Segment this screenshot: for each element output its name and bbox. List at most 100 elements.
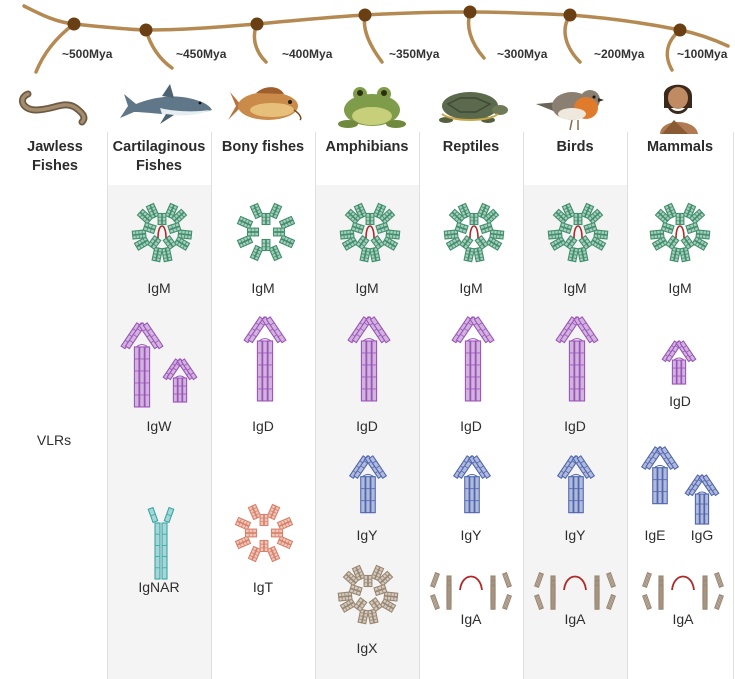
column-shade-birds (523, 185, 627, 679)
label-igy: IgY (564, 527, 586, 543)
igg-glyph-svg (684, 474, 720, 525)
label-igd: IgD (356, 418, 378, 434)
iga-dimer-glyph-svg (534, 572, 616, 610)
carp-icon (228, 87, 302, 121)
igx-glyph (330, 556, 406, 637)
igw-long-glyph (114, 322, 170, 419)
igd-mammal-glyph-svg (661, 340, 697, 385)
igd-glyph (341, 316, 397, 413)
igm-pentamer-glyph-svg (131, 202, 193, 263)
igx-glyph-svg (337, 564, 399, 625)
iga-dimer-glyph (534, 572, 616, 613)
igt-glyph (226, 495, 302, 576)
igd-glyph (237, 316, 293, 413)
igm-pentamer-glyph-svg (236, 202, 296, 262)
time-label: ~100Mya (677, 47, 728, 61)
label-igd: IgD (460, 418, 482, 434)
label-igm: IgM (355, 280, 379, 296)
igm-pentamer-glyph (540, 194, 616, 275)
column-divider (627, 132, 628, 679)
column-divider (315, 132, 316, 679)
time-label: ~200Mya (594, 47, 645, 61)
iga-dimer-glyph-svg (642, 572, 724, 610)
header-mammals: Mammals (646, 139, 714, 155)
label-iga: IgA (460, 611, 482, 627)
igw-small-glyph (154, 358, 206, 413)
igw-small-glyph-svg (162, 358, 198, 403)
label-igx: IgX (356, 640, 378, 656)
label-igm: IgM (668, 280, 692, 296)
caveman-icon (660, 84, 698, 134)
frog-icon (338, 87, 406, 128)
label-vlrs: VLRs (36, 432, 72, 448)
column-divider (419, 132, 420, 679)
igy-glyph-svg (452, 455, 492, 514)
igm-pentamer-glyph (228, 194, 304, 275)
igy-glyph (549, 455, 603, 524)
ignar-glyph (146, 505, 176, 586)
shark-icon (120, 84, 212, 124)
igd-mammal-glyph (653, 340, 705, 395)
igm-pentamer-glyph (642, 194, 718, 275)
igd-glyph (445, 316, 501, 413)
ige-glyph-svg (640, 446, 680, 505)
igt-glyph-svg (234, 503, 294, 563)
igm-pentamer-glyph-svg (443, 202, 505, 263)
label-igm: IgM (563, 280, 587, 296)
igm-pentamer-glyph (332, 194, 408, 275)
iga-dimer-glyph (642, 572, 724, 613)
header-amphibians: Amphibians (325, 139, 409, 155)
label-iga: IgA (564, 611, 586, 627)
label-igw: IgW (146, 418, 172, 434)
time-label: ~400Mya (282, 47, 333, 61)
robin-icon (536, 90, 604, 131)
ige-glyph (633, 446, 687, 515)
igd-glyph-svg (555, 316, 599, 402)
label-igm: IgM (459, 280, 483, 296)
turtle-icon (439, 92, 508, 123)
igm-pentamer-glyph (436, 194, 512, 275)
column-divider (107, 132, 108, 679)
igd-glyph-svg (451, 316, 495, 402)
column-divider (523, 132, 524, 679)
iga-dimer-glyph (430, 572, 512, 613)
label-igd: IgD (564, 418, 586, 434)
igy-glyph-svg (348, 455, 388, 514)
igm-pentamer-glyph-svg (339, 202, 401, 263)
time-label: ~450Mya (176, 47, 227, 61)
column-shade-cartilaginous (107, 185, 211, 679)
label-igg: IgG (690, 527, 714, 543)
label-ige: IgE (644, 527, 666, 543)
ignar-glyph-svg (147, 506, 175, 580)
header-bony-fishes: Bony fishes (221, 139, 305, 155)
label-igt: IgT (252, 579, 274, 595)
igy-glyph (445, 455, 499, 524)
label-ignar: IgNAR (138, 579, 180, 595)
time-label: ~350Mya (389, 47, 440, 61)
label-igy: IgY (460, 527, 482, 543)
header-birds: Birds (556, 139, 594, 155)
column-divider (211, 132, 212, 679)
iga-dimer-glyph-svg (430, 572, 512, 610)
label-igm: IgM (147, 280, 171, 296)
label-iga: IgA (672, 611, 694, 627)
igg-glyph (676, 474, 728, 535)
time-label: ~500Mya (62, 47, 113, 61)
igm-pentamer-glyph-svg (547, 202, 609, 263)
igw-long-glyph-svg (120, 322, 164, 408)
igm-pentamer-glyph-svg (649, 202, 711, 263)
igy-glyph (341, 455, 395, 524)
lamprey-icon (19, 90, 88, 126)
header-reptiles: Reptiles (442, 139, 500, 155)
column-shade-amphibians (315, 185, 419, 679)
igd-glyph-svg (243, 316, 287, 402)
igd-glyph (549, 316, 605, 413)
label-igd: IgD (252, 418, 274, 434)
igm-pentamer-glyph (124, 194, 200, 275)
label-igm: IgM (251, 280, 275, 296)
igy-glyph-svg (556, 455, 596, 514)
timeline-branch (22, 4, 730, 74)
igd-glyph-svg (347, 316, 391, 402)
